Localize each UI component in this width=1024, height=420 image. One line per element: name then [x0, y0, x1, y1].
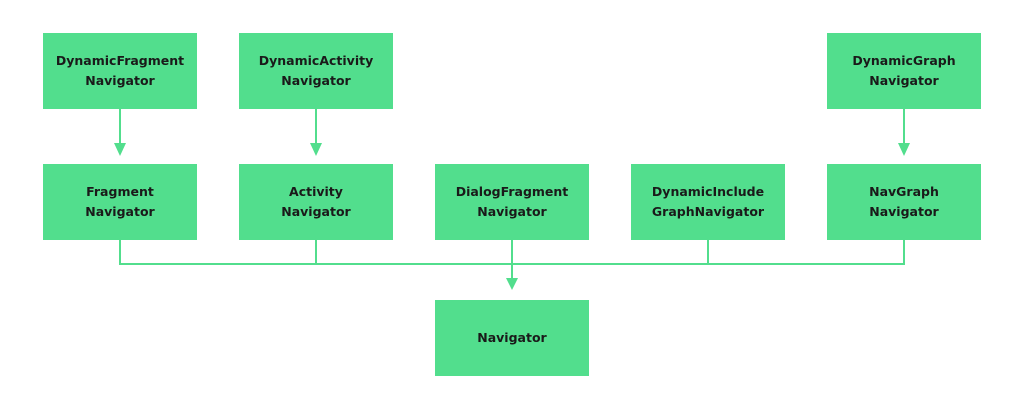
node-label: DialogFragment Navigator [456, 182, 569, 222]
node-dynamic-activity-navigator: DynamicActivity Navigator [239, 33, 393, 109]
node-activity-navigator: Activity Navigator [239, 164, 393, 240]
node-dynamic-include-graph-navigator: DynamicInclude GraphNavigator [631, 164, 785, 240]
node-label-line1: DynamicActivity [258, 53, 374, 68]
node-label-line2: Navigator [281, 204, 351, 219]
node-navgraph-navigator: NavGraph Navigator [827, 164, 981, 240]
node-label-line1: Fragment [86, 184, 154, 199]
arrowhead-navigator [506, 278, 518, 290]
node-navigator: Navigator [435, 300, 589, 376]
node-label: Fragment Navigator [85, 182, 154, 222]
node-label-line1: Activity [289, 184, 343, 199]
node-dynamic-fragment-navigator: DynamicFragment Navigator [43, 33, 197, 109]
node-label: Navigator [477, 328, 546, 348]
node-dialog-fragment-navigator: DialogFragment Navigator [435, 164, 589, 240]
node-label-line2: Navigator [869, 204, 939, 219]
node-label-line2: Navigator [281, 73, 351, 88]
node-label: Activity Navigator [281, 182, 350, 222]
node-label: DynamicInclude GraphNavigator [652, 182, 764, 222]
node-label-line2: Navigator [85, 204, 155, 219]
arrowhead-activity [310, 143, 322, 156]
node-label-line2: Navigator [85, 73, 155, 88]
node-label-line1: NavGraph [869, 184, 939, 199]
arrowhead-fragment [114, 143, 126, 156]
arrowhead-navgraph [898, 143, 910, 156]
node-label-line1: DynamicInclude [651, 184, 765, 199]
node-label-line1: Navigator [477, 330, 547, 345]
node-label-line1: DynamicFragment [55, 53, 185, 68]
node-label: DynamicFragment Navigator [56, 51, 184, 91]
node-label-line2: GraphNavigator [651, 204, 765, 219]
node-label: DynamicGraph Navigator [852, 51, 955, 91]
node-label: DynamicActivity Navigator [259, 51, 373, 91]
node-label-line2: Navigator [869, 73, 939, 88]
node-fragment-navigator: Fragment Navigator [43, 164, 197, 240]
node-dynamic-graph-navigator: DynamicGraph Navigator [827, 33, 981, 109]
node-label-line1: DynamicGraph [852, 53, 956, 68]
node-label: NavGraph Navigator [869, 182, 939, 222]
node-label-line1: DialogFragment [455, 184, 569, 199]
node-label-line2: Navigator [477, 204, 547, 219]
